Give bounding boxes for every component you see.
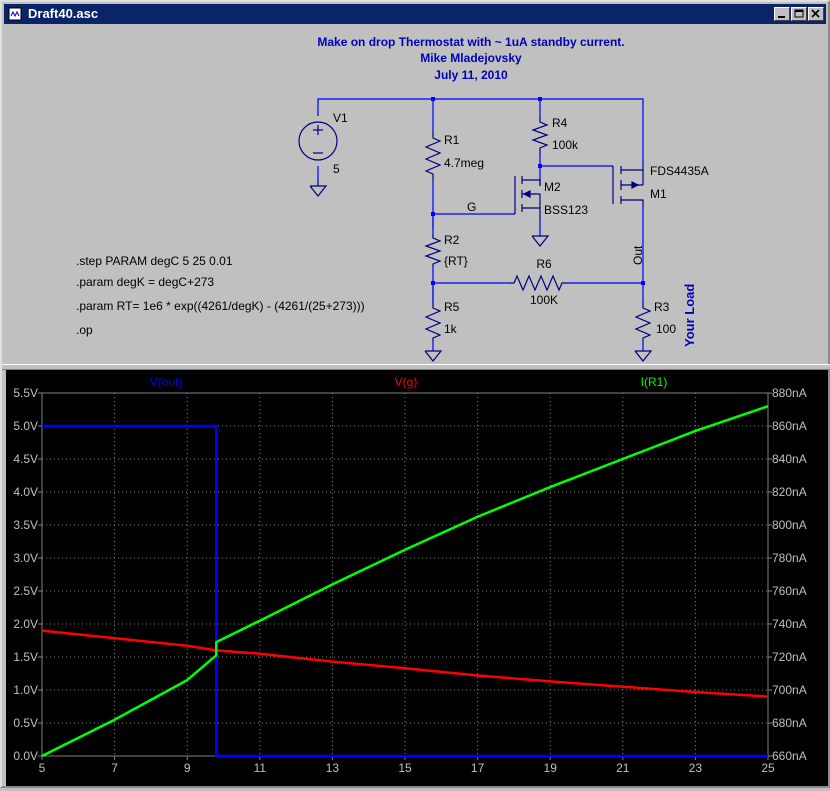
x-tick-label: 13 bbox=[326, 761, 340, 775]
maximize-icon bbox=[794, 9, 804, 18]
r5-resistor bbox=[424, 301, 442, 341]
y-right-tick-label: 820nA bbox=[772, 485, 807, 499]
y-right-tick-label: 700nA bbox=[772, 683, 807, 697]
pane-splitter[interactable] bbox=[2, 364, 830, 370]
y-left-tick-label: 3.0V bbox=[13, 551, 38, 565]
schematic-title-line-3: July 11, 2010 bbox=[434, 68, 508, 82]
r2-name-label: R2 bbox=[444, 233, 460, 247]
your-load-label: Your Load bbox=[682, 284, 697, 347]
y-left-tick-label: 4.5V bbox=[13, 452, 38, 466]
r5-name-label: R5 bbox=[444, 300, 460, 314]
y-left-tick-label: 5.5V bbox=[13, 386, 38, 400]
r1-value-label: 4.7meg bbox=[444, 156, 484, 170]
m1-pmos-transistor[interactable] bbox=[612, 166, 644, 206]
ground-symbols bbox=[309, 181, 653, 362]
r4-name-label: R4 bbox=[552, 116, 568, 130]
resistors[interactable] bbox=[424, 116, 652, 341]
y-left-tick-label: 1.5V bbox=[13, 650, 38, 664]
x-tick-label: 11 bbox=[254, 761, 267, 775]
x-tick-label: 23 bbox=[689, 761, 703, 775]
r1-name-label: R1 bbox=[444, 133, 460, 147]
wire-nodes bbox=[431, 97, 645, 285]
r4-value-label: 100k bbox=[552, 138, 579, 152]
y-right-tick-label: 800nA bbox=[772, 518, 807, 532]
y-left-tick-label: 2.0V bbox=[13, 617, 38, 631]
y-left-tick-label: 0.0V bbox=[13, 749, 38, 763]
directive-op[interactable]: .op bbox=[76, 323, 93, 337]
schematic-canvas[interactable]: Make on drop Thermostat with ~ 1uA stand… bbox=[8, 26, 824, 363]
r3-value-label: 100 bbox=[656, 322, 676, 336]
directive-step[interactable]: .step PARAM degC 5 25 0.01 bbox=[76, 254, 233, 268]
r3-resistor bbox=[634, 301, 652, 341]
m1-name-label: M1 bbox=[650, 187, 667, 201]
r1-resistor bbox=[424, 131, 442, 179]
r5-value-label: 1k bbox=[444, 322, 458, 336]
v1-voltage-source[interactable] bbox=[298, 121, 338, 161]
y-left-tick-label: 0.5V bbox=[13, 716, 38, 730]
legend-entry-ir1[interactable]: I(R1) bbox=[641, 375, 668, 389]
y-right-tick-label: 880nA bbox=[772, 386, 807, 400]
r6-value-label: 100K bbox=[530, 293, 558, 307]
y-left-tick-label: 1.0V bbox=[13, 683, 38, 697]
schematic-file-icon bbox=[8, 7, 22, 21]
r3-name-label: R3 bbox=[654, 300, 670, 314]
series-line-vg[interactable] bbox=[41, 629, 769, 698]
series-line-ir1[interactable] bbox=[41, 405, 769, 758]
x-tick-label: 21 bbox=[616, 761, 630, 775]
m2-value-label: BSS123 bbox=[544, 203, 588, 217]
r6-resistor bbox=[508, 274, 568, 292]
maximize-button[interactable] bbox=[791, 7, 807, 21]
y-right-tick-label: 860nA bbox=[772, 419, 807, 433]
x-tick-label: 9 bbox=[184, 761, 191, 775]
x-tick-label: 17 bbox=[471, 761, 485, 775]
r2-value-label: {RT} bbox=[444, 254, 468, 268]
series-line-vout[interactable] bbox=[42, 424, 768, 758]
net-label-out: Out bbox=[631, 245, 645, 265]
y-right-tick-label: 660nA bbox=[772, 749, 807, 763]
y-left-tick-label: 5.0V bbox=[13, 419, 38, 433]
x-tick-label: 19 bbox=[544, 761, 558, 775]
minimize-button[interactable] bbox=[774, 7, 790, 21]
y-right-tick-label: 760nA bbox=[772, 584, 807, 598]
net-label-g: G bbox=[467, 200, 476, 214]
schematic-title-line-1: Make on drop Thermostat with ~ 1uA stand… bbox=[317, 35, 624, 49]
r6-name-label: R6 bbox=[536, 257, 552, 271]
m2-name-label: M2 bbox=[544, 180, 561, 194]
window-title: Draft40.asc bbox=[28, 6, 99, 21]
y-left-tick-label: 3.5V bbox=[13, 518, 38, 532]
v1-value-label: 5 bbox=[333, 162, 340, 176]
y-right-tick-label: 840nA bbox=[772, 452, 807, 466]
m1-value-label: FDS4435A bbox=[650, 164, 709, 178]
waveform-pane[interactable]: 5 7 9 11 13 15 17 19 21 23 25 0.0V 660nA 0.5V 680nA 1.0… bbox=[6, 370, 828, 786]
directive-param-degk[interactable]: .param degK = degC+273 bbox=[76, 275, 214, 289]
x-tick-label: 7 bbox=[111, 761, 118, 775]
directive-param-rt[interactable]: .param RT= 1e6 * exp((4261/degK) - (4261… bbox=[76, 299, 365, 313]
y-right-tick-label: 680nA bbox=[772, 716, 807, 730]
schematic-title-line-2: Mike Mladejovsky bbox=[420, 51, 522, 65]
x-tick-label: 15 bbox=[398, 761, 412, 775]
y-left-tick-label: 2.5V bbox=[13, 584, 38, 598]
minimize-icon bbox=[778, 16, 785, 18]
r2-resistor bbox=[424, 233, 442, 266]
legend-entry-vout[interactable]: V(out) bbox=[150, 375, 183, 389]
y-right-tick-label: 740nA bbox=[772, 617, 807, 631]
y-right-tick-label: 780nA bbox=[772, 551, 807, 565]
schematic-pane[interactable]: Make on drop Thermostat with ~ 1uA stand… bbox=[8, 26, 824, 363]
y-left-tick-label: 4.0V bbox=[13, 485, 38, 499]
close-icon bbox=[811, 9, 820, 18]
m2-nmos-transistor[interactable] bbox=[514, 176, 541, 222]
v1-name-label: V1 bbox=[333, 111, 348, 125]
waveform-chart[interactable]: 5 7 9 11 13 15 17 19 21 23 25 0.0V 660nA 0.5V 680nA 1.0… bbox=[6, 370, 828, 786]
r4-resistor bbox=[531, 116, 549, 154]
y-right-tick-label: 720nA bbox=[772, 650, 807, 664]
wires[interactable] bbox=[317, 98, 644, 351]
close-button[interactable] bbox=[808, 7, 824, 21]
x-tick-label: 25 bbox=[761, 761, 775, 775]
title-bar[interactable]: Draft40.asc bbox=[4, 4, 826, 24]
legend-entry-vg[interactable]: V(g) bbox=[395, 375, 418, 389]
x-tick-label: 5 bbox=[39, 761, 46, 775]
